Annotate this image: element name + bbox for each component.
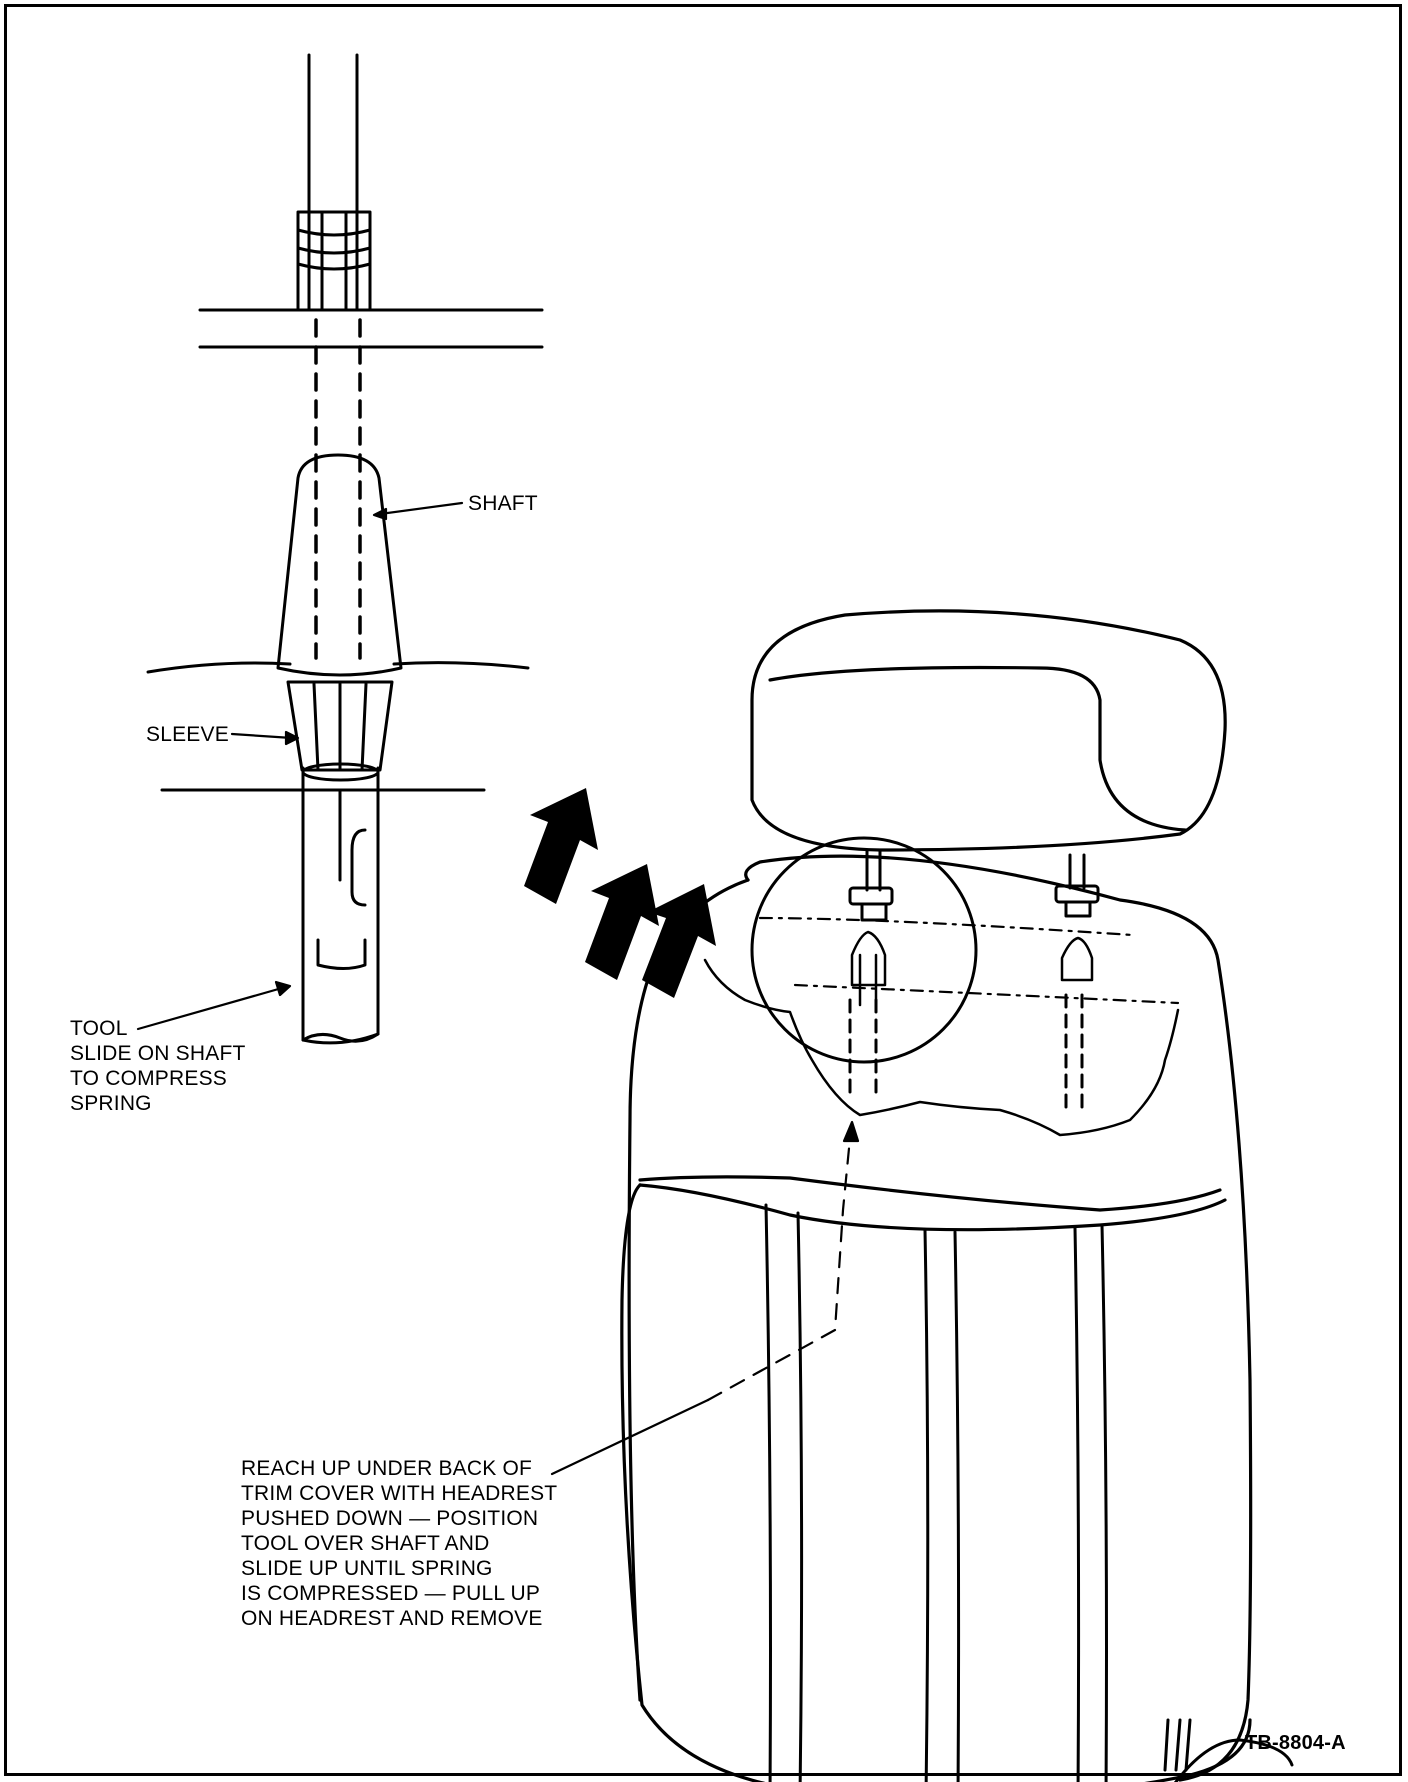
instruction-line: REACH UP UNDER BACK OF [241,1457,533,1480]
instruction-label: REACH UP UNDER BACK OF TRIM COVER WITH H… [241,1456,557,1631]
headrest [750,609,1227,852]
tool-label: TOOL SLIDE ON SHAFT TO COMPRESS SPRING [70,1016,246,1116]
instruction-line: TOOL OVER SHAFT AND [241,1532,490,1555]
sleeve-label: SLEEVE [146,723,229,746]
seat-back-outline [744,854,1253,1782]
trim-cover-edge [146,661,530,674]
instruction-line: IS COMPRESSED — PULL UP [241,1582,541,1605]
inner-shaft-sleeves [850,930,1094,1007]
tool-label-line: SPRING [70,1092,152,1115]
detail-callout-circle [750,836,978,1064]
detail-view [146,53,544,1045]
instruction-line: SLIDE UP UNTIL SPRING [241,1557,493,1580]
instruction-line: PUSHED DOWN — POSITION [241,1507,539,1530]
arrow-3 [642,884,716,998]
seat-base [1163,1718,1294,1782]
inner-shaft-hidden [848,993,1084,1112]
figure-border [4,4,1402,1776]
tool-label-line: TO COMPRESS [70,1067,228,1090]
lower-panel [620,1183,1252,1782]
sleeve [286,680,394,772]
hidden-shaft-lines [314,318,362,660]
figure-id: TB-8804-A [1245,1732,1346,1754]
instruction-line: ON HEADREST AND REMOVE [241,1607,543,1630]
instruction-line: TRIM COVER WITH HEADREST [241,1482,558,1505]
shaft-tip [276,453,403,677]
tool-label-line: SLIDE ON SHAFT [70,1042,246,1065]
headrest-posts-installed [848,848,1100,922]
upper-panel-seam [638,1175,1222,1212]
direction-arrows [524,788,716,998]
seat-assembly [620,609,1294,1782]
arrow-2 [585,864,659,980]
shaft-label: SHAFT [468,492,538,515]
headrest-posts [307,53,359,312]
seat-pleats [764,1203,1108,1782]
trim-cover-cutaway [703,958,1180,1137]
tool [301,762,380,1045]
tool-label-line: TOOL [70,1017,128,1040]
leader-lines [136,501,860,1476]
arrow-1 [524,788,598,904]
